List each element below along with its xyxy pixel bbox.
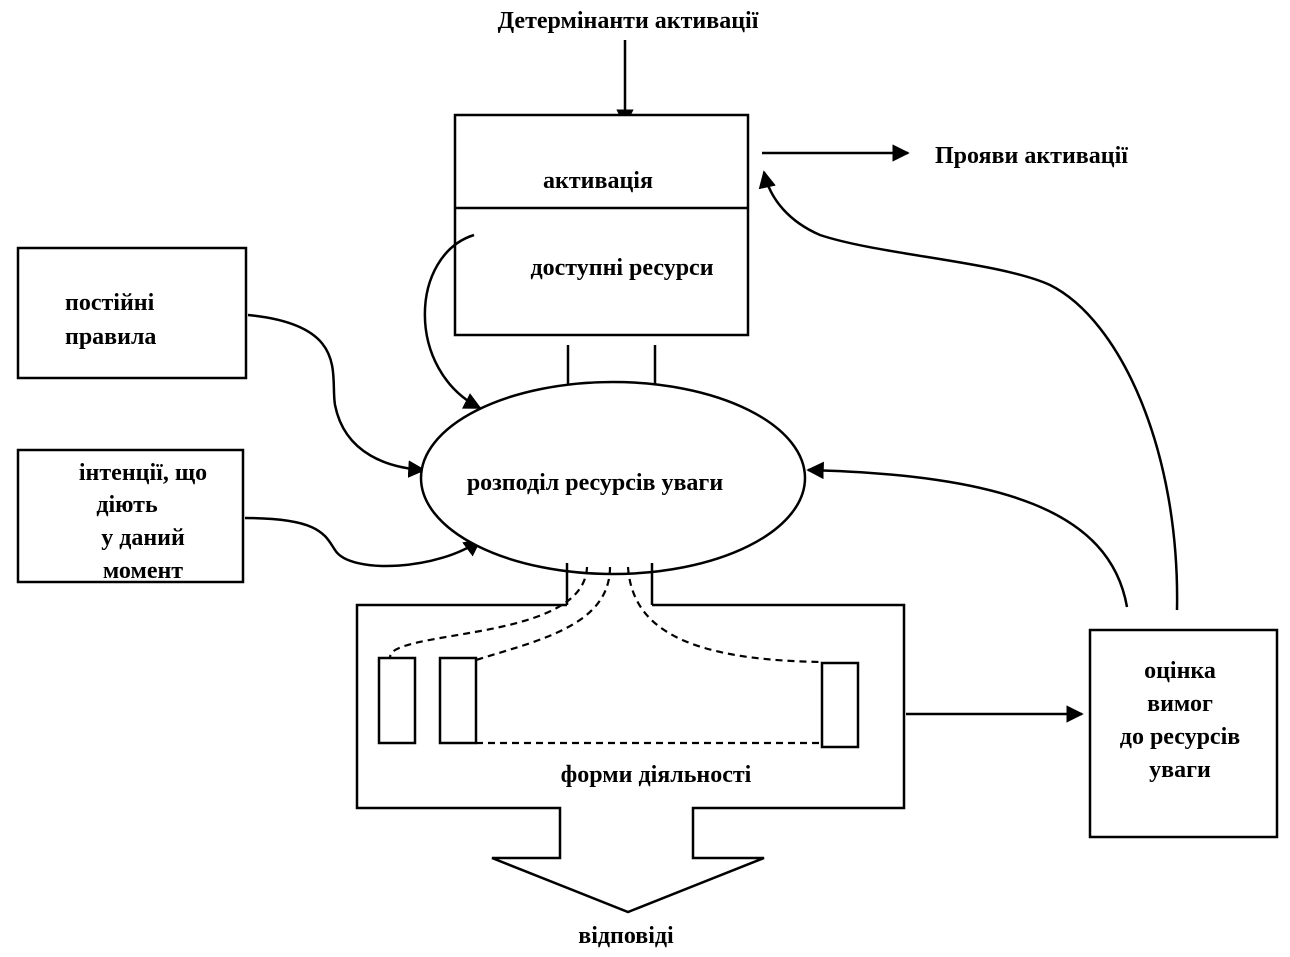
allocation-ellipse: розподіл ресурсів уваги [419,380,807,576]
evaluation-box: оцінка вимог до ресурсів уваги [1088,628,1279,839]
activity-forms-label: форми діяльності [561,762,752,788]
determinants-label: Детермінанти активації [498,8,759,34]
responses-label: відповіді [578,923,674,949]
resources-to-allocation-arrow [423,233,482,410]
evaluation-line-1: оцінка [1144,658,1216,684]
activation-box: активація доступні ресурси [453,113,750,337]
intentions-to-allocation-arrow [244,516,482,568]
activity-forms-box: форми діяльності [355,603,906,914]
evaluation-to-allocation-arrow [806,461,1129,608]
rules-to-allocation-arrow [247,313,426,478]
intentions-line-4: момент [103,558,183,584]
available-resources-label: доступні ресурси [530,255,713,281]
constant-rules-line-1: постійні [65,290,155,316]
intentions-line-2: діють [96,492,158,518]
intentions-box: інтенції, що діють у даний момент [16,448,245,584]
intentions-line-1: інтенції, що [79,460,207,486]
evaluation-line-2: вимог [1147,691,1213,717]
manifestations-label: Прояви активації [935,143,1128,169]
activation-label: активація [543,168,653,194]
evaluation-line-3: до ресурсів [1120,724,1240,750]
constant-rules-box: постійні правила [16,246,248,380]
constant-rules-line-2: правила [65,324,156,350]
intentions-line-3: у даний [101,525,185,551]
evaluation-to-activation-arrow [758,170,1179,611]
evaluation-line-4: уваги [1149,757,1211,783]
allocation-label: розподіл ресурсів уваги [467,470,724,496]
